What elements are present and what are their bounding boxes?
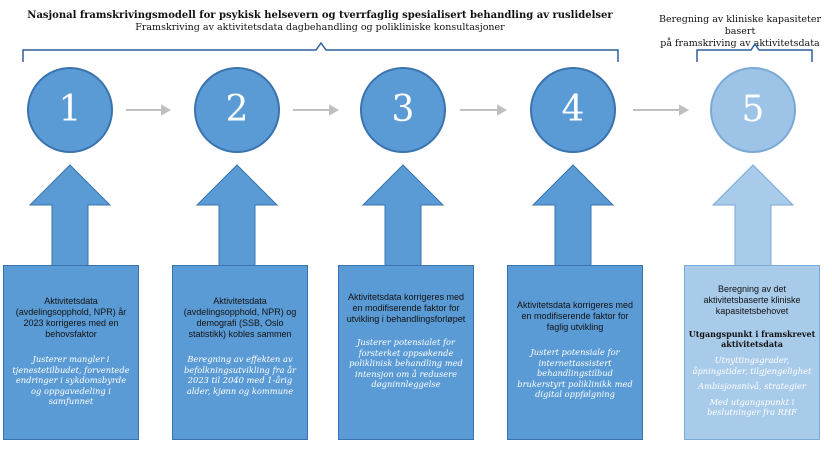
step-5-number: 5 [741,89,765,130]
step-5-note-2: Ambisjonsnivå, strategier [698,381,806,391]
step-4-box: Aktivitetsdata korrigeres med en modifis… [507,265,643,440]
step-4-circle: 4 [530,67,616,153]
right-title-line1: Beregning av kliniske kapasiteter basert [658,14,822,37]
step-3-box: Aktivitetsdata korrigeres med en modifis… [338,265,474,440]
step-2-number: 2 [225,89,249,130]
diagram-subtitle: Framskriving av aktivitetsdata dagbehand… [135,22,505,33]
step-1-title: Aktivitetsdata (avdelingsopphold, NPR) å… [15,296,127,339]
diagram-title: Nasjonal framskrivingsmodell for psykisk… [27,10,613,21]
step-5-title: Beregning av det aktivitetsbaserte klini… [703,284,801,316]
step-4-title: Aktivitetsdata korrigeres med en modifis… [516,300,634,332]
step-3-note: Justerer potensialet for forsterket opps… [349,337,463,389]
step-5-note-1: Utnyttingsgrader, åpningstider, tilgjeng… [692,355,812,376]
step-5-note-3: Med utgangspunkt i beslutninger fra RHF [707,396,797,418]
step-3-title: Aktivitetsdata korrigeres med en modifis… [346,292,466,324]
step-2-note: Beregning av effekten av befolkningsutvi… [183,354,297,396]
up-arrow-5 [711,164,795,271]
connector-1-2 [126,104,172,116]
connector-2-3 [293,104,340,116]
step-5-bold: Utgangspunkt i framskrevet aktivitetsdat… [688,329,816,349]
step-5-circle: 5 [710,67,796,153]
step-3-number: 3 [391,89,415,130]
step-4-number: 4 [561,89,585,130]
up-arrow-4 [531,164,615,271]
step-2-box: Aktivitetsdata (avdelingsopphold, NPR) o… [172,265,308,440]
main-bracket [22,41,619,62]
up-arrow-2 [195,164,279,271]
step-2-circle: 2 [194,67,280,153]
step-1-circle: 1 [27,67,113,153]
step-1-note: Justerer mangler i tjenestetilbudet, for… [12,354,130,406]
step-1-box: Aktivitetsdata (avdelingsopphold, NPR) å… [3,265,139,440]
connector-4-5 [633,104,690,116]
step-3-circle: 3 [360,67,446,153]
step-1-number: 1 [58,89,82,130]
step-4-note: Justert potensiale for internettassister… [517,347,633,399]
step-2-title: Aktivitetsdata (avdelingsopphold, NPR) o… [183,296,297,339]
up-arrow-3 [361,164,445,271]
connector-3-4 [460,104,508,116]
up-arrow-1 [28,164,112,271]
step-5-box: Beregning av det aktivitetsbaserte klini… [684,265,820,440]
right-title-line2: på framskriving av aktivitetsdata [660,38,820,49]
right-title: Beregning av kliniske kapasiteter basert… [648,14,832,50]
right-bracket [696,42,813,62]
